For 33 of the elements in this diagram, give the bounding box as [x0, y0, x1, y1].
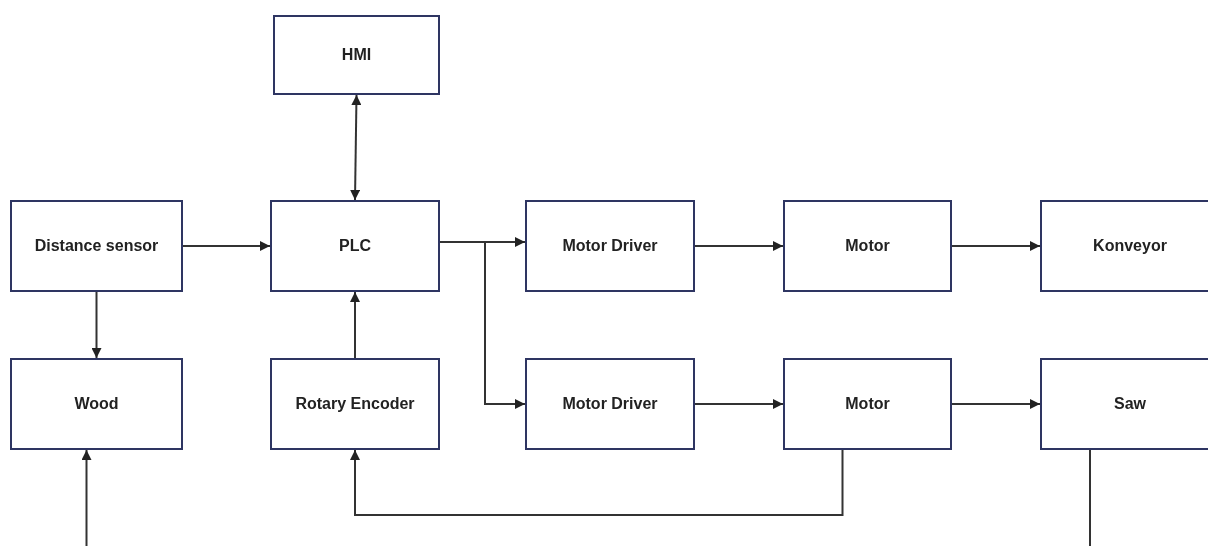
box-label: Motor Driver: [561, 236, 659, 256]
box-label: Wood: [73, 394, 120, 414]
process-box: [273, 15, 440, 95]
arrow: [951, 399, 1041, 409]
arrow: [350, 291, 360, 359]
process-box: [1040, 358, 1208, 450]
box-label: Distance sensor: [33, 236, 160, 256]
process-box: [270, 358, 440, 450]
box-label: Motor: [844, 394, 891, 414]
box-label: Rotary Encoder: [294, 394, 416, 414]
box-label: Saw: [1113, 394, 1147, 414]
process-box: [783, 358, 952, 450]
box-label: HMI: [340, 45, 373, 65]
arrow: [350, 449, 844, 516]
arrow: [182, 241, 271, 251]
arrow: [951, 241, 1041, 251]
process-box: [783, 200, 952, 292]
arrow: [350, 94, 362, 201]
arrow: [439, 241, 526, 409]
process-box: [1040, 200, 1208, 292]
process-box: [10, 200, 183, 292]
arrow: [81, 449, 92, 546]
process-box: [270, 200, 440, 292]
arrow: [694, 399, 784, 409]
box-label: PLC: [338, 236, 372, 256]
process-box: [10, 358, 183, 450]
arrow: [91, 291, 102, 359]
box-label: Konveyor: [1092, 236, 1168, 256]
process-box: [525, 200, 695, 292]
box-label: Motor Driver: [561, 394, 659, 414]
arrow: [694, 241, 784, 251]
box-label: Motor: [844, 236, 891, 256]
process-box: [525, 358, 695, 450]
